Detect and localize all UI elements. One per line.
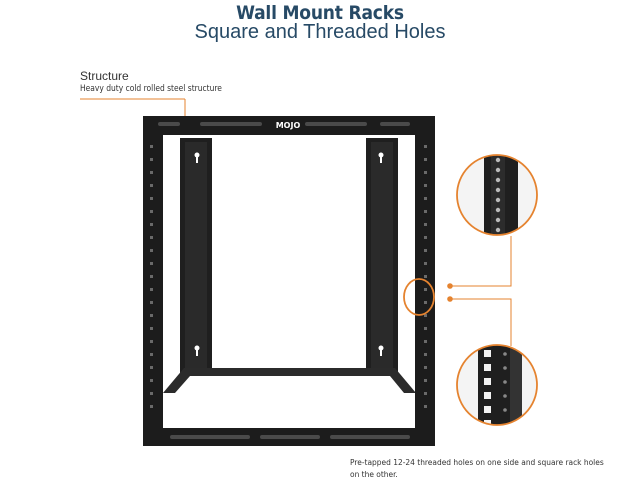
- hole-highlight-circle: [403, 278, 435, 316]
- threaded-holes-zoom: [456, 154, 538, 236]
- structure-callout-title: Structure: [80, 69, 129, 83]
- rack-post-holes: [150, 145, 427, 408]
- holes-callout-description: Pre-tapped 12-24 threaded holes on one s…: [350, 457, 604, 479]
- wall-mount-rack: [143, 116, 435, 446]
- square-holes-zoom: [456, 344, 538, 426]
- page-subtitle: Square and Threaded Holes: [194, 21, 446, 43]
- structure-callout-description: Heavy duty cold rolled steel structure: [80, 83, 222, 93]
- zoom-connector-lines: [451, 236, 512, 346]
- mojo-logo: MOJO: [276, 121, 301, 130]
- page-title: Wall Mount Racks: [236, 2, 404, 24]
